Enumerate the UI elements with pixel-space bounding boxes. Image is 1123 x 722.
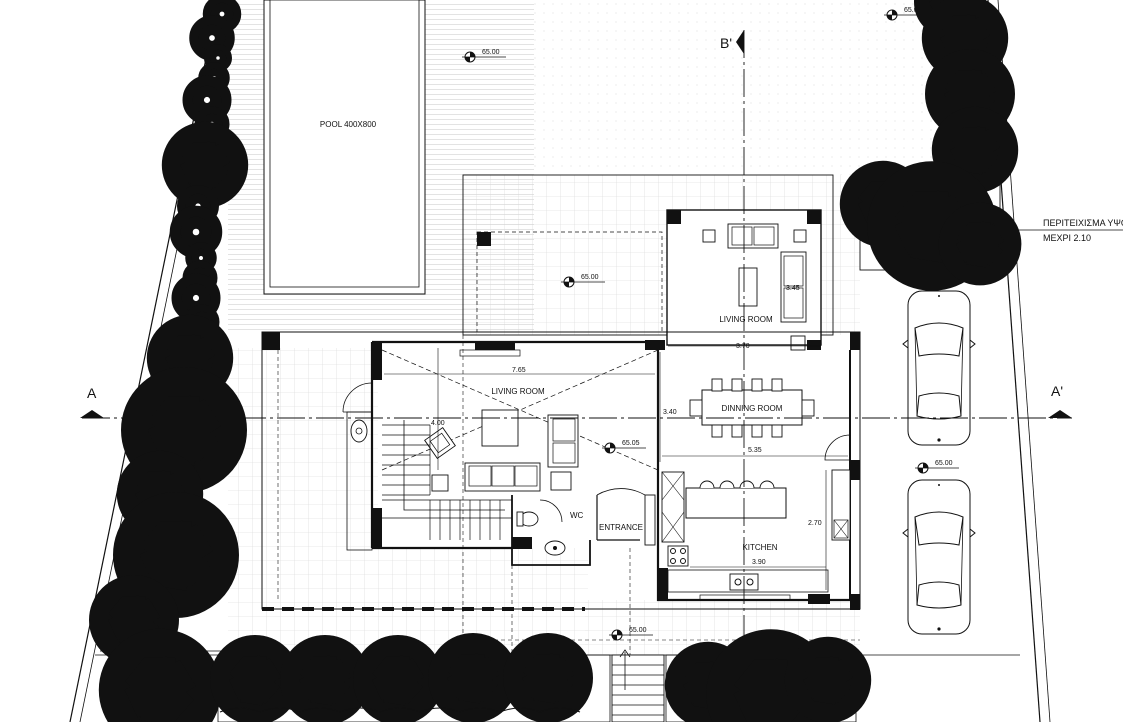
- staircase: [382, 420, 512, 540]
- wc: WC: [511, 495, 591, 566]
- dim-living-width: 7.65: [512, 367, 526, 374]
- dim-kitchen-width: 3.90: [752, 559, 766, 566]
- level-bottom: 65.00: [629, 627, 647, 634]
- dim-upper-living-width: 3.70: [736, 343, 750, 350]
- kitchen-label: KITCHEN: [742, 543, 777, 552]
- terrace: [462, 174, 834, 336]
- level-terrace: 65.00: [581, 274, 599, 281]
- trees-bottom: [218, 653, 856, 722]
- dining-table: DINNING ROOM: [689, 378, 815, 438]
- level-pool-deck: 65.00: [482, 49, 500, 56]
- pool-label: POOL 400X800: [320, 120, 377, 129]
- section-a-left: A: [87, 385, 97, 401]
- living-room-label: LIVING ROOM: [491, 387, 545, 396]
- level-interior: 65.05: [622, 440, 640, 447]
- section-a-right: A': [1051, 383, 1063, 399]
- dim-upper-living-depth: 3.45: [786, 285, 800, 292]
- front-steps: [611, 649, 665, 722]
- fence-note-line2: ΜΕΧΡΙ 2.10: [1043, 233, 1091, 243]
- upper-living-room-label: LIVING ROOM: [719, 315, 773, 324]
- section-line-a: A A': [80, 383, 1072, 419]
- level-parking: 65.00: [935, 460, 953, 467]
- section-b-top: B': [720, 35, 732, 51]
- dim-kitchen-depth: 2.70: [808, 520, 822, 527]
- dining-room-label: DINNING ROOM: [722, 404, 783, 413]
- dim-dining-width: 5.35: [748, 447, 762, 454]
- trees-left: [109, 3, 233, 722]
- kitchen: KITCHEN: [667, 469, 851, 601]
- level-top-right: 65.00: [904, 7, 922, 14]
- section-line-b: B': [720, 30, 745, 722]
- house-main: LIVING ROOM 7.65 4.00 WC: [261, 331, 861, 690]
- dim-dining-depth: 3.40: [663, 409, 677, 416]
- dim-living-depth: 4.00: [431, 420, 445, 427]
- entrance-label: ENTRANCE: [599, 523, 643, 532]
- fence-note-line1: ΠΕΡΙΤΕΙΧΙΣΜΑ ΥΨΟ: [1043, 218, 1123, 228]
- level-marks: 65.00 65.00 65.00 65.05 65.00 65.00: [461, 7, 960, 641]
- wc-label: WC: [570, 511, 584, 520]
- pool: POOL 400X800: [263, 0, 426, 295]
